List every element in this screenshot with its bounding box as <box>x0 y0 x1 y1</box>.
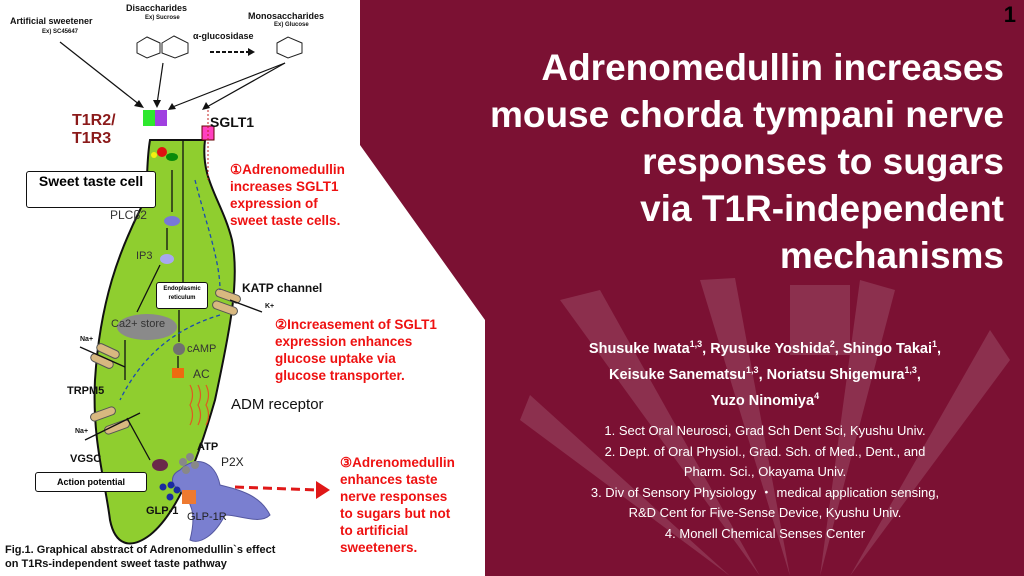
author-affiliation-sup: 1 <box>932 339 938 349</box>
note-line: enhances taste <box>340 472 438 487</box>
author-name: Shusuke Iwata <box>588 340 690 357</box>
note-line: ①Adrenomedullin <box>230 162 345 177</box>
ip3-label: IP3 <box>136 250 153 262</box>
note-line: glucose transporter. <box>275 368 405 383</box>
note-line: nerve responses <box>340 489 448 504</box>
author-affiliation-sup: 1,3 <box>689 339 703 349</box>
author-affiliation-sup: 4 <box>814 390 820 401</box>
glp1r-label: GLP-1R <box>187 511 227 523</box>
university-emblem-watermark <box>520 278 1010 576</box>
note-line: ②Increasement of SGLT1 <box>275 317 437 332</box>
note-line: to sugars but not <box>340 506 451 521</box>
camp-label: cAMP <box>187 343 217 355</box>
figure-caption: Fig.1. Graphical abstract of Adrenomedul… <box>5 543 275 571</box>
caption-line: Fig.1. Graphical abstract of Adrenomedul… <box>5 544 276 556</box>
adm-receptor-label: ADM receptor <box>231 396 324 413</box>
note-line: increases SGLT1 <box>230 179 339 194</box>
author-name: Noriatsu Shigemura <box>766 366 905 383</box>
t1r3-receptor <box>155 110 167 126</box>
note-3-nerve-responses: ③Adrenomedullin enhances taste nerve respo… <box>340 454 455 556</box>
disaccharides-label: Disaccharides <box>126 3 188 13</box>
sodium-ion-label: Na+ <box>80 336 94 343</box>
sweet-taste-cell-shape <box>93 139 236 545</box>
note-line: ③Adrenomedullin <box>340 455 455 470</box>
note-2-glucose-uptake: ②Increasement of SGLT1 expression enhance… <box>275 316 437 384</box>
author-affiliation-sup: 2 <box>829 339 835 349</box>
maroon-panel <box>360 0 1024 576</box>
sweet-taste-cell-label: Sweet taste cell <box>26 171 156 208</box>
note-line: expression enhances <box>275 334 413 349</box>
plc-beta2-label: PLCβ2 <box>110 208 147 222</box>
trpm5-label: TRPM5 <box>67 385 105 397</box>
title-line: via T1R-independent <box>640 188 1004 229</box>
monosaccharides-label: Monosaccharides <box>248 11 325 21</box>
author-list: Shusuke Iwata1,3, Ryusuke Yoshida2, Shin… <box>588 339 942 409</box>
author-name: Yuzo Ninomiya <box>710 392 815 409</box>
note-line: to artificial <box>340 523 409 538</box>
author-name: Shingo Takai <box>842 340 933 357</box>
affiliation: R&D Cent for Five-Sense Device, Kyushu U… <box>628 505 902 520</box>
affiliation: 3. Div of Sensory Physiology ・ medical a… <box>590 484 940 500</box>
artificial-sweetener-example: Ex) SC45647 <box>42 29 79 35</box>
glp1-label: GLP-1 <box>146 505 179 517</box>
alpha-glucosidase-label: α-glucosidase <box>193 31 254 41</box>
adenylate-cyclase-label: AC <box>193 367 210 381</box>
affiliation-list: 1. Sect Oral Neurosci, Grad Sch Dent Sci… <box>505 421 1024 544</box>
glucose-structure <box>276 36 303 59</box>
diagram <box>59 35 330 545</box>
author-name: Ryusuke Yoshida <box>710 340 830 357</box>
note-line: glucose uptake via <box>275 351 396 366</box>
title-line: mouse chorda tympani nerve <box>489 94 1004 135</box>
sodium-ion-label-2: Na+ <box>75 428 89 435</box>
artificial-sweetener-label: Artificial sweetener <box>10 16 93 26</box>
potassium-ion-label: K+ <box>265 303 275 310</box>
caption-line: on T1Rs-independent sweet taste pathway <box>5 558 227 570</box>
note-line: sweet taste cells. <box>230 213 341 228</box>
author-affiliation-sup: 1,3 <box>746 364 759 375</box>
note-line: sweeteners. <box>340 540 418 555</box>
slide-title: Adrenomedullin increases mouse chorda ty… <box>364 44 1004 279</box>
affiliation: 1. Sect Oral Neurosci, Grad Sch Dent Sci… <box>604 423 926 438</box>
affiliation: 2. Dept. of Oral Physiol., Grad. Sch. of… <box>604 443 926 459</box>
t1r2-receptor <box>143 110 155 126</box>
affiliation: 4. Monell Chemical Senses Center <box>664 525 866 541</box>
author-affiliation-sup: 1,3 <box>904 364 917 375</box>
note-line: expression of <box>230 196 318 211</box>
t1r-label-line: T1R2/ <box>72 112 116 129</box>
page-number: 1 <box>1003 2 1016 27</box>
atp-label: ATP <box>197 441 219 453</box>
note-1-sglt1-expression: ①Adrenomedullin increases SGLT1 expression… <box>230 161 345 229</box>
disaccharides-example: Ex) Sucrose <box>145 15 180 21</box>
katp-channel-label: KATP channel <box>242 281 323 295</box>
sglt1-label: SGLT1 <box>210 114 255 130</box>
title-line: Adrenomedullin increases <box>541 47 1004 88</box>
t1r-receptor-label: T1R2/T1R3 <box>72 112 116 148</box>
calcium-store-label: Ca2+ store <box>111 318 166 330</box>
title-line: responses to sugars <box>642 141 1004 182</box>
vgsc-label: VGSC <box>70 453 102 465</box>
monosaccharides-example: Ex) Glucose <box>274 22 309 28</box>
affiliation: Pharm. Sci., Okayama Univ. <box>683 464 847 479</box>
action-potential-label: Action potential <box>35 472 147 492</box>
t1r-label-line: T1R3 <box>72 130 112 147</box>
author-name: Keisuke Sanematsu <box>609 366 747 383</box>
endoplasmic-reticulum-label: Endoplasmic reticulum <box>156 282 208 309</box>
title-line: mechanisms <box>779 235 1004 276</box>
p2x-label: P2X <box>221 455 244 469</box>
sucrose-structure <box>136 35 189 59</box>
